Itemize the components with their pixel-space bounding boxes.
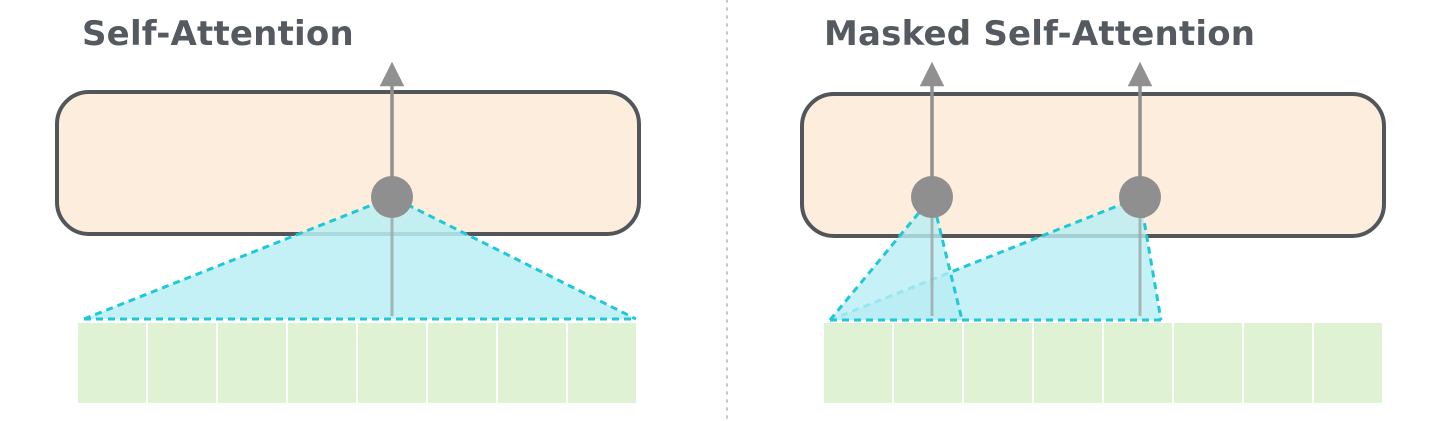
attention-node [1119,176,1161,218]
input-token [78,323,146,403]
input-token-row [78,323,636,403]
input-token [824,323,892,403]
input-token [964,323,1032,403]
attention-node [911,176,953,218]
input-token [218,323,286,403]
masked-attention-fan-1 [830,197,962,320]
attention-fan [84,197,636,319]
self-attention-layer-box [55,90,641,236]
input-token [568,323,636,403]
attention-node [371,176,413,218]
masked-self-attention-title: Masked Self-Attention [824,14,1256,54]
input-token [428,323,496,403]
input-token-row [824,323,1382,403]
masked-self-attention-layer-box [800,92,1386,238]
self-attention-title: Self-Attention [82,14,354,54]
self-attention-panel [55,61,641,403]
input-token [1244,323,1312,403]
input-token [358,323,426,403]
input-token [1104,323,1172,403]
input-token [1174,323,1242,403]
masked-self-attention-panel [800,61,1386,403]
attention-fan-outline [83,195,637,321]
input-token [498,323,566,403]
input-token [1314,323,1382,403]
input-token [288,323,356,403]
input-token [894,323,962,403]
input-token [148,323,216,403]
input-token [1034,323,1102,403]
